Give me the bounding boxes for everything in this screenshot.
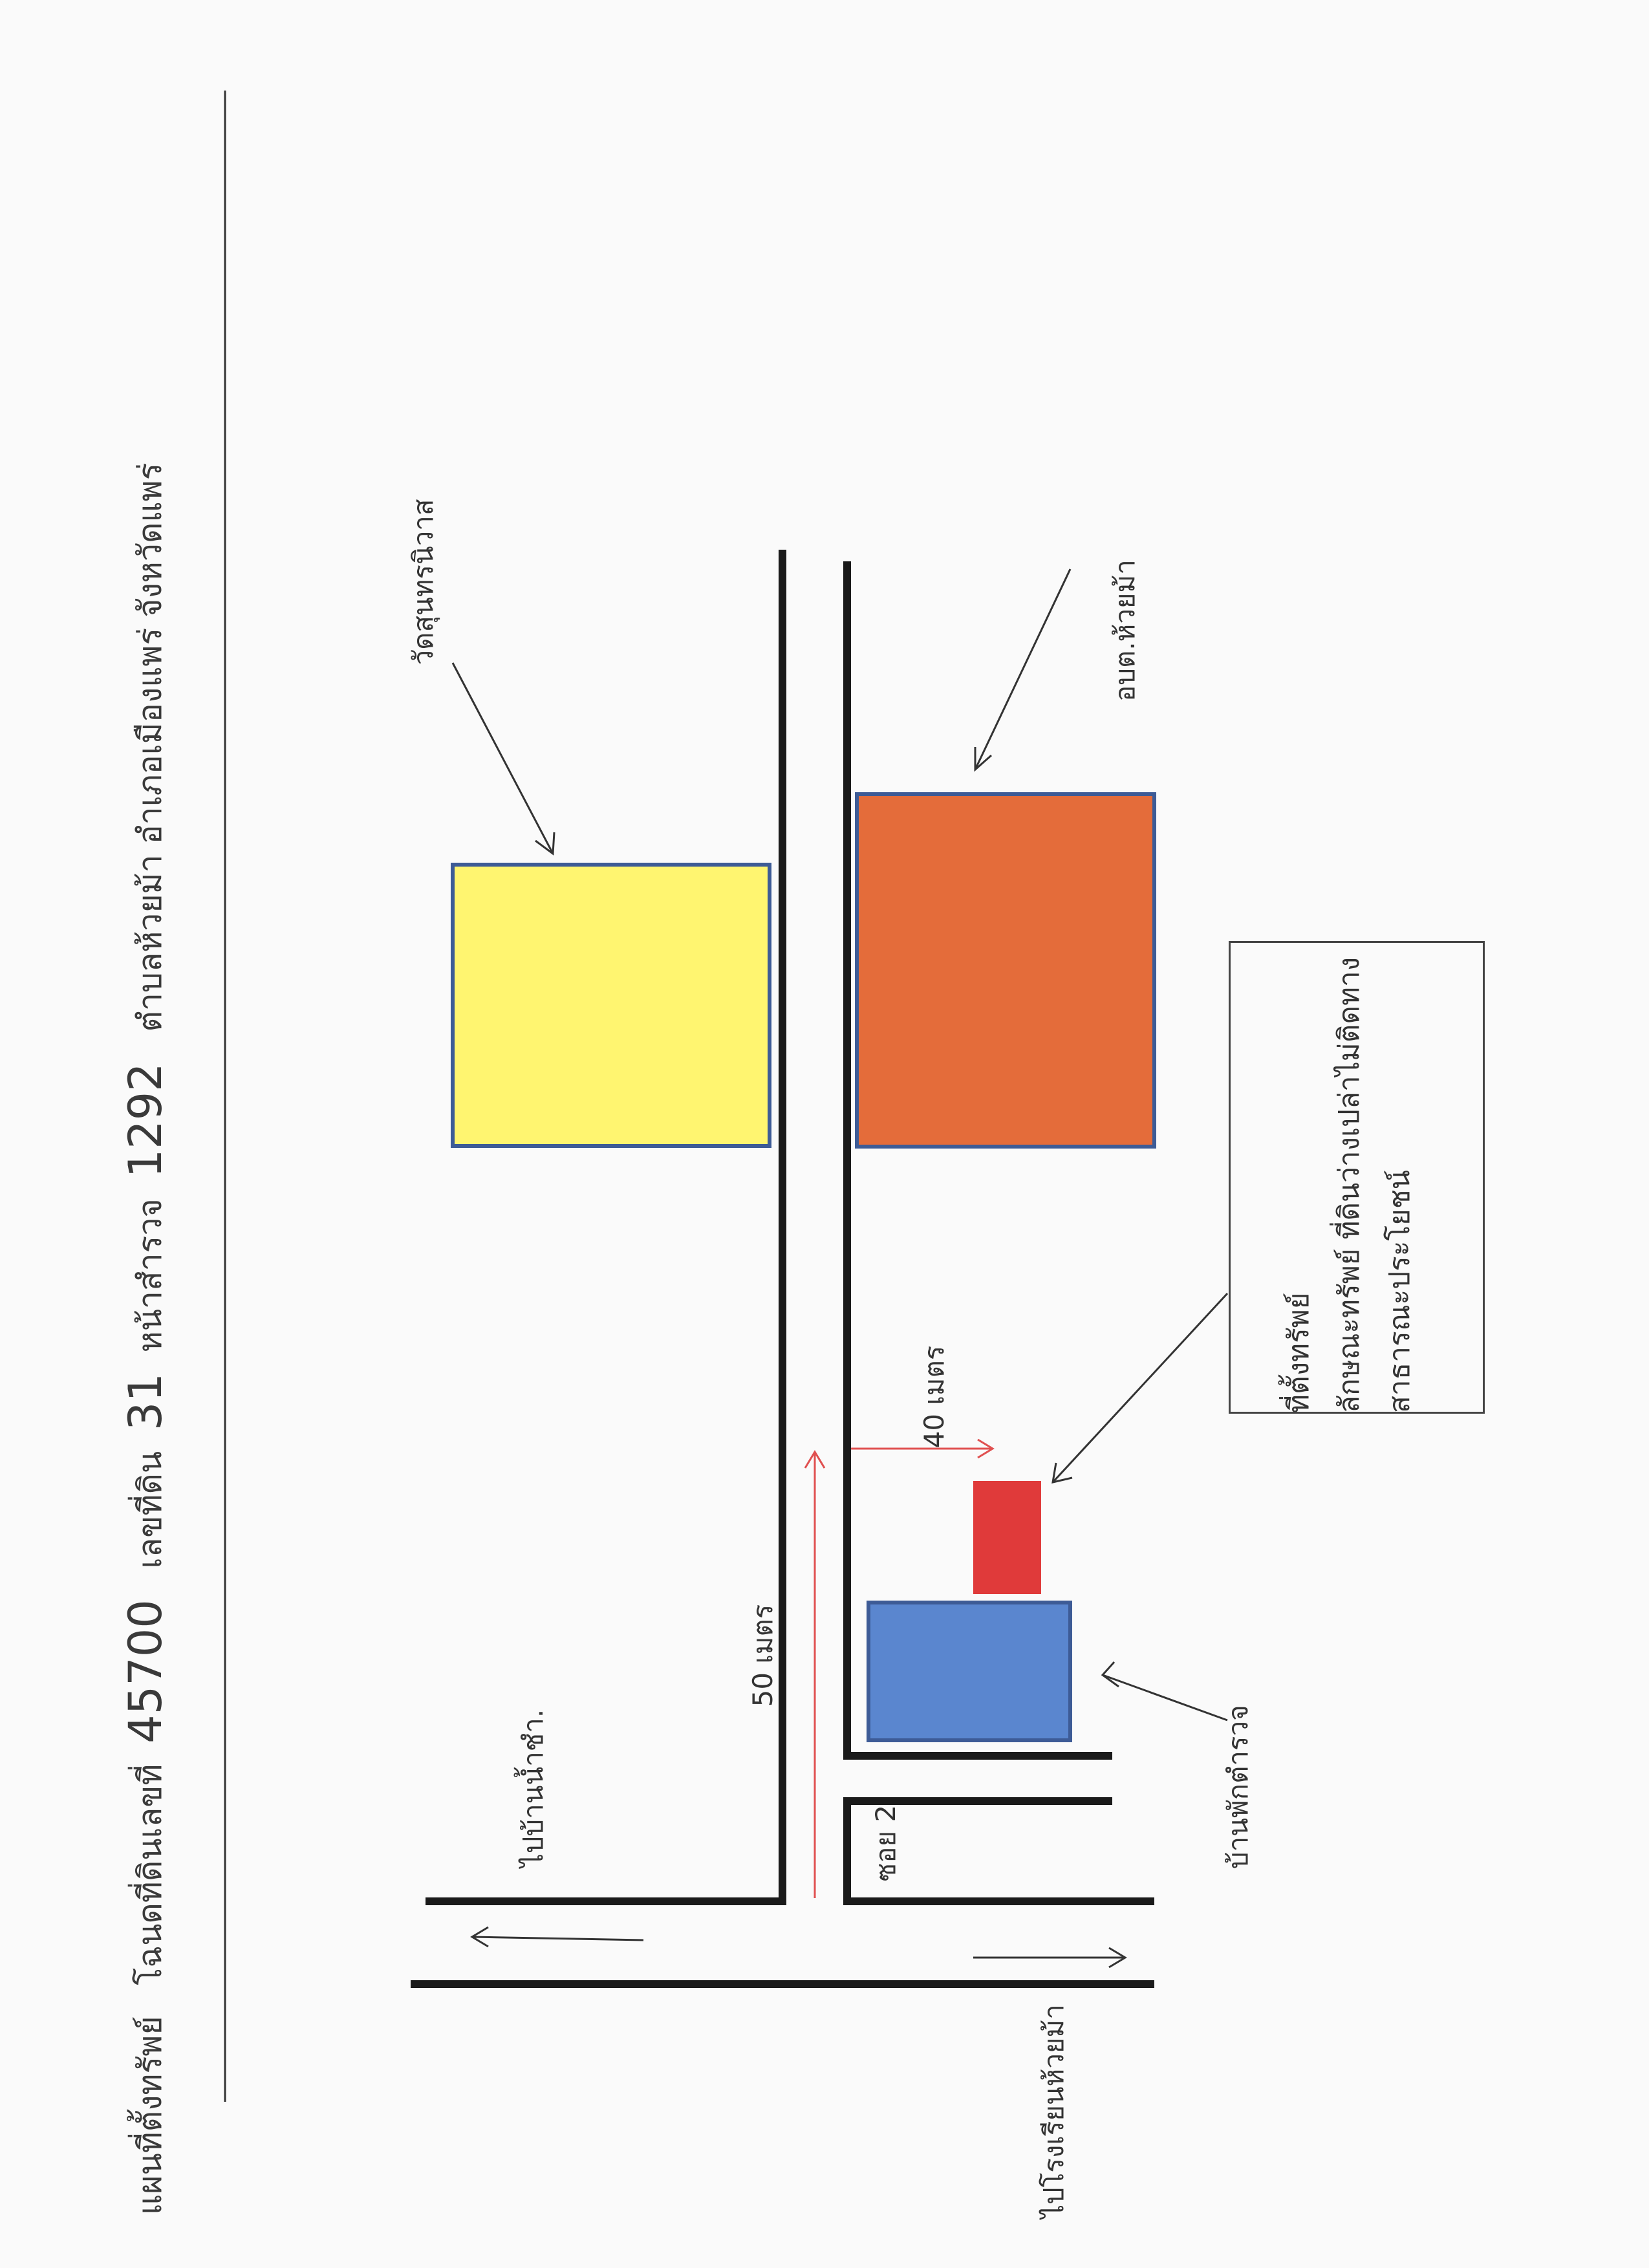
- sao-label: อบต.ห้วยม้า: [1109, 559, 1141, 702]
- legend-text: ที่ตั้งทรัพย์ ลักษณะทรัพย์ ที่ดินว่างเปล…: [1274, 956, 1429, 1413]
- location-text: ตำบลห้วยม้า อำเภอเมืองแพร่ จังหวัดแพร่: [131, 462, 169, 1032]
- land-label: เลขที่ดิน: [131, 1451, 169, 1569]
- police-house-block: [867, 1601, 1072, 1742]
- temple-label: วัดสุนทรนิวาส: [407, 499, 439, 665]
- survey-label: หน้าสำรวจ: [131, 1198, 169, 1353]
- legend-line-2: ลักษณะทรัพย์ ที่ดินว่างเปล่าไม่ติดทาง: [1333, 956, 1366, 1413]
- property-pointer-arrow: [1051, 1292, 1229, 1484]
- temple-pointer-arrow: [451, 662, 554, 854]
- soi-label: ซอย 2: [870, 1804, 901, 1882]
- land-number: 31: [119, 1373, 172, 1431]
- police-house-label: บ้านพักตำรวจ: [1222, 1705, 1254, 1869]
- legend-line-3: สาธารณะประโยชน์: [1383, 1170, 1416, 1413]
- title-prefix: แผนที่ตั้งทรัพย์: [131, 2016, 169, 2215]
- sao-block: [855, 792, 1156, 1149]
- sao-pointer-arrow: [974, 568, 1072, 770]
- police-pointer-arrow: [1102, 1674, 1228, 1722]
- dist-50-label: 50 เมตร: [747, 1604, 779, 1707]
- temple-block: [451, 863, 771, 1148]
- to-ban-nam-cham-arrow: [471, 1936, 644, 1941]
- dist-40-label: 40 เมตร: [918, 1345, 950, 1449]
- deed-label: โฉนดที่ดินเลขที่: [131, 1764, 169, 1985]
- map-title: แผนที่ตั้งทรัพย์ โฉนดที่ดินเลขที่ 45700 …: [116, 146, 175, 2215]
- survey-number: 1292: [119, 1063, 172, 1178]
- property-block: [973, 1481, 1041, 1594]
- legend-box: [1229, 941, 1485, 1414]
- deed-number: 45700: [119, 1599, 172, 1744]
- to-ban-nam-cham-label: ไปบ้านน้ำชำ.: [517, 1709, 549, 1868]
- to-school-label: ไปโรงเรียนห้วยม้า: [1038, 2004, 1070, 2218]
- legend-line-1: ที่ตั้งทรัพย์: [1282, 1292, 1315, 1413]
